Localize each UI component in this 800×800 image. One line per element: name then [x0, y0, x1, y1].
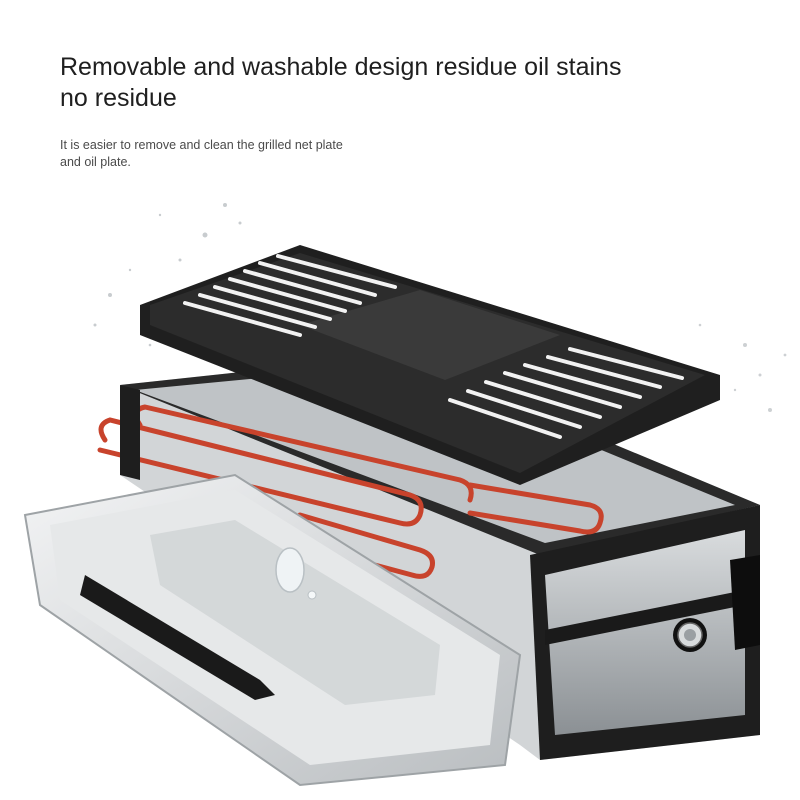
electric-grill-illustration-icon — [23, 203, 787, 787]
description-text: It is easier to remove and clean the gri… — [60, 137, 400, 171]
oil-tray — [23, 473, 522, 787]
description-line-2: and oil plate. — [60, 155, 131, 169]
headline-line-2: no residue — [60, 84, 177, 112]
grill-product-image — [0, 175, 800, 800]
grate-bars-left — [183, 254, 397, 337]
headline: Removable and washable design residue oi… — [60, 52, 700, 114]
description-line-1: It is easier to remove and clean the gri… — [60, 138, 343, 152]
grate-bars-right — [448, 347, 684, 439]
headline-line-1: Removable and washable design residue oi… — [60, 53, 622, 81]
grill-base — [97, 355, 760, 760]
control-knob — [673, 618, 707, 652]
grill-grate-plate — [140, 245, 720, 485]
